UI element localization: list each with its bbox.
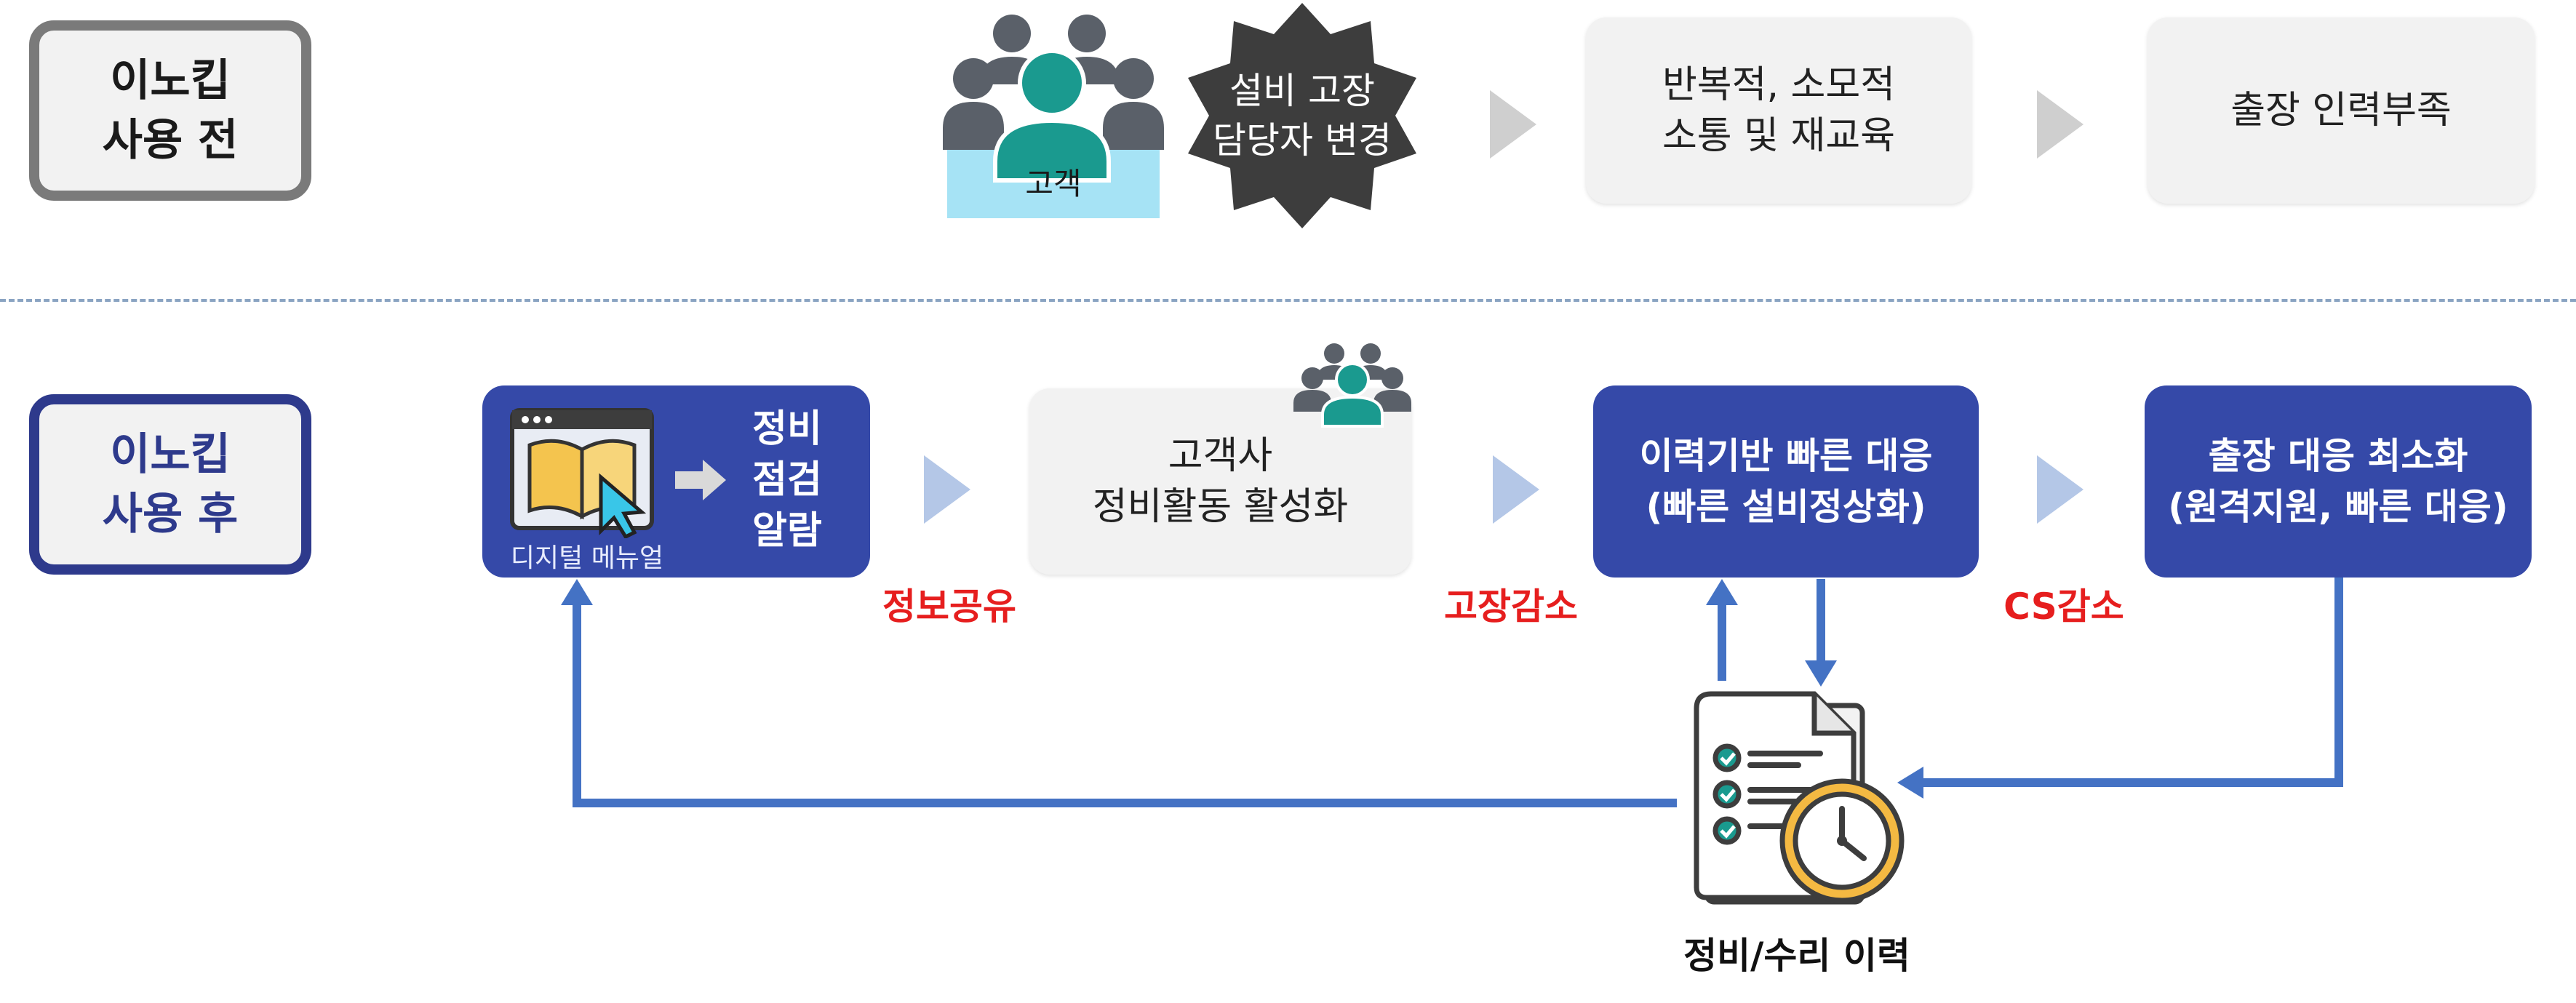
after-label-line1: 이노킵 <box>110 429 231 480</box>
before-label-line2: 사용 전 <box>102 115 239 166</box>
customer-activity-box: 고객사 정비활동 활성화 <box>1029 388 1411 575</box>
after-label: 이노킵 사용 후 <box>29 394 311 575</box>
maintenance-record-label: 정비/수리 이력 <box>1683 935 1910 977</box>
maintenance-record-icon <box>1689 687 1906 912</box>
chevron-right-icon <box>924 455 970 524</box>
arrow-right-icon <box>675 460 726 500</box>
before-label: 이노킵 사용 전 <box>29 20 311 201</box>
event-line1: 설비 고장 <box>1229 70 1375 112</box>
history-box-line1: 이력기반 빠른 대응 <box>1639 435 1933 477</box>
trip-box-line2: (원격지원, 빠른 대응) <box>2168 486 2508 528</box>
after-label-line2: 사용 후 <box>102 489 239 540</box>
alarm-line1: 정비 <box>752 407 822 451</box>
customer-label: 고객 <box>1025 165 1082 201</box>
event-line2: 담당자 변경 <box>1213 119 1392 161</box>
section-divider <box>0 299 2576 302</box>
before-label-line1: 이노킵 <box>110 55 231 106</box>
chevron-right-icon <box>1493 455 1539 524</box>
benefit-fault-reduction: 고장감소 <box>1444 586 1578 628</box>
alarm-line3: 알람 <box>752 509 822 553</box>
chevron-right-icon <box>1490 90 1536 159</box>
repetitive-communication-box: 반복적, 소모적 소통 및 재교육 <box>1586 17 1971 204</box>
chevron-right-icon <box>2037 90 2083 159</box>
event-text: 설비 고장 담당자 변경 <box>1177 1 1427 230</box>
trip-minimize-box: 출장 대응 최소화 (원격지원, 빠른 대응) <box>2145 385 2532 578</box>
trip-box-line1: 출장 대응 최소화 <box>2208 435 2468 477</box>
history-response-box: 이력기반 빠른 대응 (빠른 설비정상화) <box>1593 385 1979 578</box>
digital-manual-icon <box>509 407 662 540</box>
alarm-line2: 점검 <box>752 458 822 502</box>
chevron-right-icon <box>2037 455 2083 524</box>
event-starburst <box>1177 1 1427 230</box>
box1-line2: 소통 및 재교육 <box>1662 114 1896 158</box>
customer-group-icon <box>943 12 1164 218</box>
box1-line1: 반복적, 소모적 <box>1662 63 1896 107</box>
customer-box-line2: 정비활동 활성화 <box>1092 485 1349 529</box>
staff-shortage-box: 출장 인력부족 <box>2148 17 2535 204</box>
box2-text: 출장 인력부족 <box>2230 89 2452 132</box>
customer-box-line1: 고객사 <box>1168 434 1273 478</box>
digital-manual-label: 디지털 메뉴얼 <box>510 543 664 573</box>
history-box-line2: (빠른 설비정상화) <box>1646 486 1926 528</box>
benefit-info-sharing: 정보공유 <box>882 586 1016 628</box>
benefit-cs-reduction: CS감소 <box>2003 586 2124 628</box>
alarm-text: 정비 점검 알람 <box>733 401 841 559</box>
people-group-icon <box>1291 342 1414 429</box>
